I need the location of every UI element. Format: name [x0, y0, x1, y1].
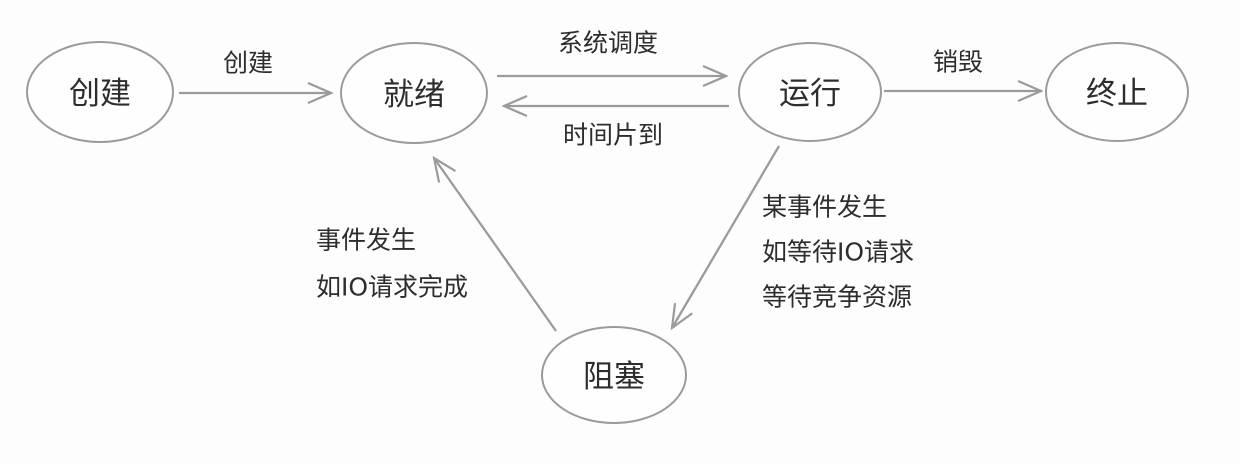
edge-running-to-terminate: 销毁 [884, 48, 1041, 92]
edge-running-to-blocked-arrow [672, 145, 780, 328]
node-ready-label: 就绪 [383, 77, 445, 113]
edge-blocked-to-ready: 事件发生 如IO请求完成 [316, 158, 557, 332]
node-blocked: 阻塞 [541, 326, 687, 424]
node-terminate: 终止 [1045, 42, 1189, 142]
edge-create-to-ready: 创建 [179, 49, 331, 94]
edge-running-to-blocked-label-line2: 如等待IO请求 [762, 238, 914, 267]
edge-ready-to-running-label: 系统调度 [558, 29, 658, 58]
node-create-label: 创建 [69, 76, 131, 112]
node-terminate-shape [1045, 42, 1189, 142]
node-blocked-shape [541, 326, 687, 424]
node-ready-shape [340, 42, 488, 144]
node-create-shape [26, 41, 174, 143]
edge-running-to-blocked-label-line3: 等待竞争资源 [762, 283, 912, 312]
node-running-label: 运行 [779, 76, 841, 112]
edge-running-to-ready-label: 时间片到 [563, 121, 663, 150]
edge-create-to-ready-label: 创建 [223, 49, 273, 78]
edge-running-to-ready: 时间片到 [504, 106, 729, 150]
edge-blocked-to-ready-arrow [434, 158, 557, 332]
node-create: 创建 [26, 41, 174, 143]
node-ready: 就绪 [340, 42, 488, 144]
edge-blocked-to-ready-label-line1: 事件发生 [316, 226, 416, 255]
edge-blocked-to-ready-label-line2: 如IO请求完成 [316, 273, 468, 302]
node-terminate-label: 终止 [1086, 76, 1148, 112]
node-running-shape [738, 42, 882, 142]
edge-ready-to-running: 系统调度 [497, 29, 726, 77]
node-blocked-label: 阻塞 [583, 359, 645, 395]
edge-running-to-blocked-label-line1: 某事件发生 [762, 193, 887, 222]
edge-running-to-terminate-label: 销毁 [933, 48, 983, 77]
edge-running-to-blocked: 某事件发生 如等待IO请求 等待竞争资源 [672, 145, 914, 328]
node-running: 运行 [738, 42, 882, 142]
